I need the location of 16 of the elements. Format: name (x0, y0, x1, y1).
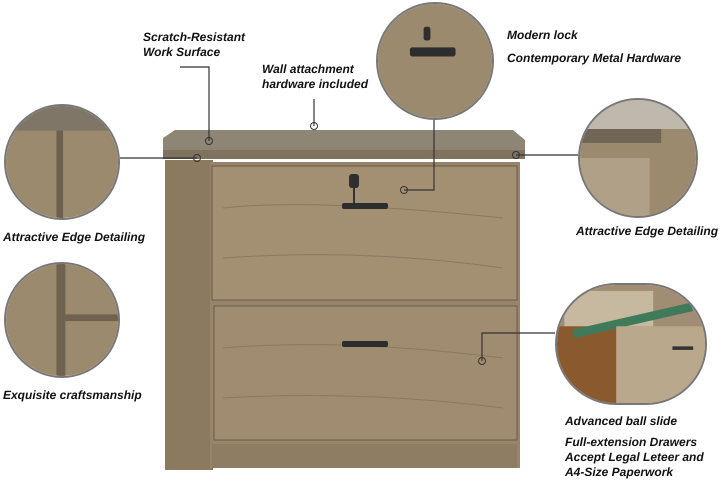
leader-line (512, 151, 578, 159)
leader-line (310, 99, 318, 130)
caption-text: Modern lock (507, 28, 579, 43)
leader-line (478, 332, 555, 365)
leader-line (400, 120, 435, 194)
caption-text: Attractive Edge Detailing (576, 224, 720, 239)
callout-text: Scratch-Resistant Work Surface (143, 30, 246, 60)
cabinet-drawing (163, 128, 528, 473)
caption-text: Exquisite craftsmanship (3, 388, 143, 403)
leader-line (120, 154, 201, 162)
leader-line (180, 66, 213, 145)
caption-text: Attractive Edge Detailing (3, 230, 146, 245)
caption-text: Advanced ball slide (565, 414, 678, 429)
caption-text: Contemporary Metal Hardware (507, 51, 682, 66)
callout-text: Wall attachment hardware included (262, 62, 370, 92)
caption-text: Full-extension Drawers Accept Legal Leteer and A4-Size Paperwork (565, 435, 705, 480)
